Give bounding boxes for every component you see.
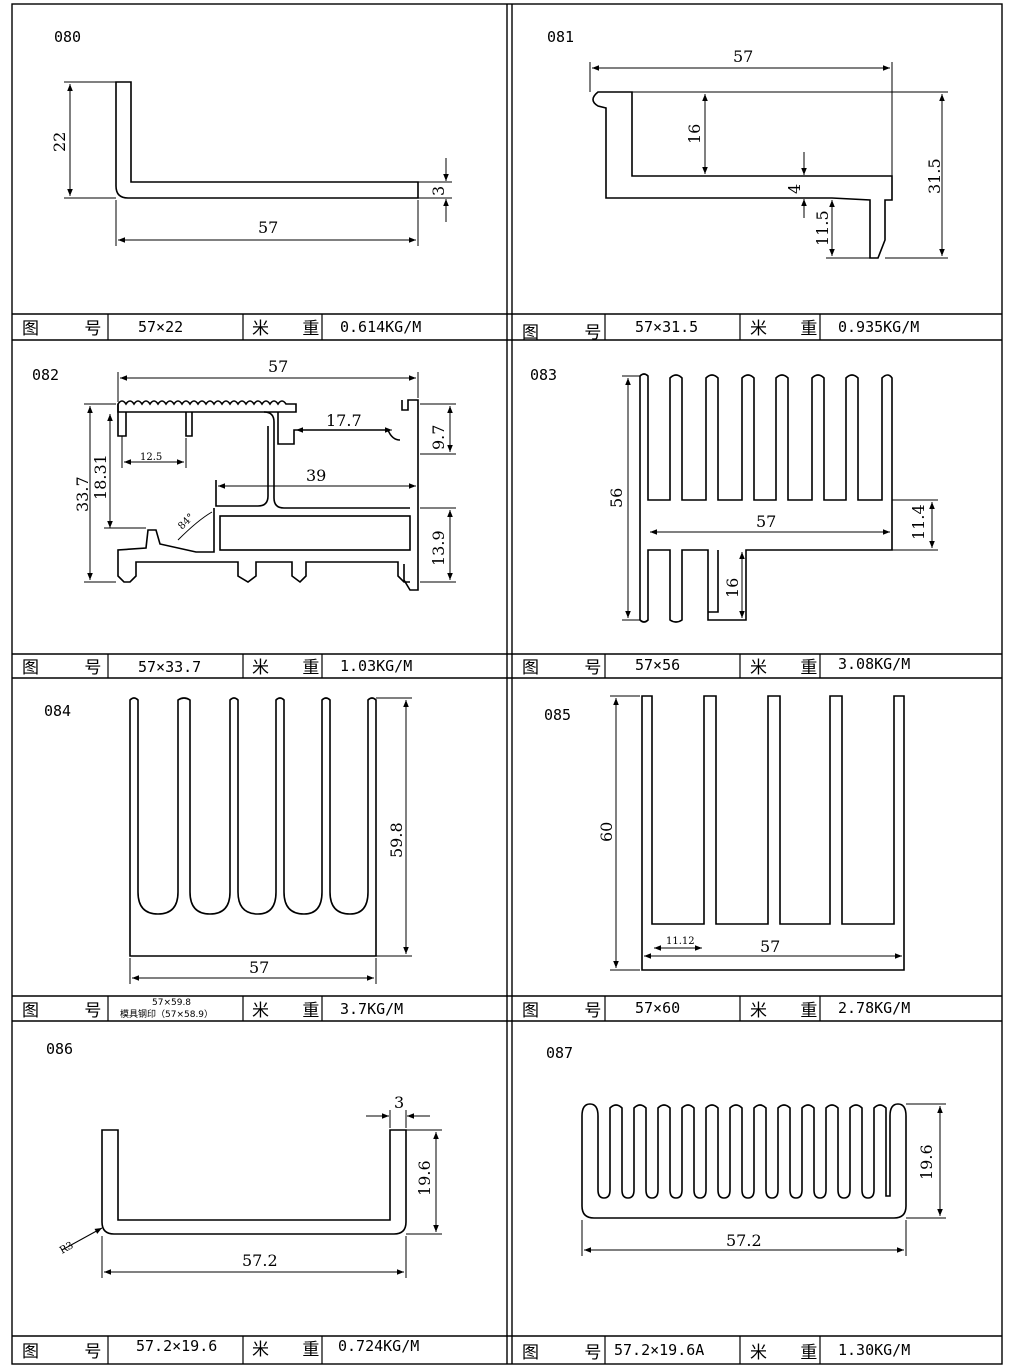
dim-height: 22: [50, 132, 69, 152]
weight-value: 0.614KG/M: [340, 318, 421, 336]
weight-label: 米 重: [252, 1340, 333, 1360]
drawing-no-label: 图 号: [522, 1343, 621, 1363]
profile-number: 084: [44, 702, 71, 720]
drawing-no-label: 图 号: [22, 1001, 121, 1021]
title-block-081: 图 号 57×31.5 米 重 0.935KG/M: [522, 318, 919, 343]
profile-087: 087 19.6 57.2: [546, 1044, 946, 1256]
profile-086: 086 3 19.6 R3 57.2: [46, 1040, 442, 1278]
drawing-no-label: 图 号: [22, 319, 121, 339]
frame-grid: [11, 3, 1003, 1365]
dim-width: 57: [258, 218, 278, 237]
dim-gap: 11.12: [666, 936, 695, 947]
dim-chamber-width: 39: [306, 466, 326, 485]
weight-label: 米 重: [252, 1001, 333, 1021]
profile-081: 081 57 16 31.5 4 11.5: [547, 28, 948, 259]
profile-outline: [592, 91, 893, 259]
dim-width: 57.2: [726, 1231, 762, 1250]
profile-085: 085 60 11.12 57: [544, 695, 905, 971]
dim-base-thickness: 11.4: [909, 504, 928, 540]
drawing-no-label: 图 号: [522, 323, 621, 343]
dim-wall: 3: [394, 1093, 404, 1112]
dim-width: 57: [756, 512, 776, 531]
size-value: 57×33.7: [138, 658, 201, 676]
size-value: 57×59.8: [152, 998, 191, 1008]
profile-number: 080: [54, 28, 81, 46]
title-block-086: 图 号 57.2×19.6 米 重 0.724KG/M: [22, 1337, 419, 1362]
dim-top-height: 16: [685, 124, 704, 144]
weight-value: 1.03KG/M: [340, 657, 412, 675]
weight-label: 米 重: [750, 319, 831, 339]
size-value: 57.2×19.6A: [614, 1341, 704, 1359]
dim-slot-width: 17.7: [326, 411, 362, 430]
title-block-087: 图 号 57.2×19.6A 米 重 1.30KG/M: [522, 1341, 910, 1363]
dim-base-height: 13.9: [429, 530, 448, 566]
profile-082: 082 57 17.7 9.7 12.5 39 33.7 18.31: [32, 357, 456, 591]
profile-outline: [129, 697, 377, 957]
dim-thickness: 3: [429, 186, 448, 196]
weight-label: 米 重: [750, 1343, 831, 1363]
weight-label: 米 重: [750, 1001, 831, 1021]
profile-number: 087: [546, 1044, 573, 1062]
weight-value: 0.935KG/M: [838, 318, 919, 336]
drawing-no-label: 图 号: [522, 1001, 621, 1021]
dim-web: 4: [785, 184, 804, 194]
weight-value: 3.7KG/M: [340, 1000, 403, 1018]
title-block-084: 图 号 57×59.8 模具钢印（57×58.9） 米 重 3.7KG/M: [22, 998, 403, 1021]
dim-radius: R3: [58, 1240, 76, 1256]
profile-number: 081: [547, 28, 574, 46]
dim-height: 56: [607, 488, 626, 508]
profile-outline: [115, 81, 419, 199]
dim-total-height: 33.7: [73, 476, 92, 512]
dim-width: 57: [733, 47, 753, 66]
size-value: 57×56: [635, 656, 680, 674]
title-block-080: 图 号 57×22 米 重 0.614KG/M: [22, 318, 421, 339]
title-block-085: 图 号 57×60 米 重 2.78KG/M: [522, 999, 910, 1021]
dim-height: 19.6: [415, 1160, 434, 1196]
profile-outline: [117, 400, 297, 413]
dim-width: 57: [268, 357, 288, 376]
weight-value: 2.78KG/M: [838, 999, 910, 1017]
size-note: 模具钢印（57×58.9）: [120, 1008, 213, 1020]
title-block-082: 图 号 57×33.7 米 重 1.03KG/M: [22, 657, 412, 678]
size-value: 57×31.5: [635, 318, 698, 336]
weight-value: 1.30KG/M: [838, 1341, 910, 1359]
dim-height: 59.8: [387, 822, 406, 858]
profile-outline: [101, 1129, 407, 1235]
dim-slot-height: 9.7: [429, 425, 448, 450]
profile-080: 080 22 3 57: [50, 28, 452, 246]
profile-outline: [641, 695, 905, 971]
dim-lip: 11.5: [813, 210, 832, 246]
profile-outline: [581, 1103, 907, 1219]
weight-value: 3.08KG/M: [838, 655, 910, 673]
dim-angle: 84°: [176, 512, 196, 532]
profile-number: 083: [530, 366, 557, 384]
profile-number: 086: [46, 1040, 73, 1058]
weight-value: 0.724KG/M: [338, 1337, 419, 1355]
profile-outline: [639, 373, 893, 623]
dim-width: 57: [760, 937, 780, 956]
weight-label: 米 重: [750, 658, 831, 678]
drawing-no-label: 图 号: [22, 658, 121, 678]
dim-lower-fin: 16: [723, 578, 742, 598]
dim-bay-width: 12.5: [140, 452, 162, 463]
profile-number: 082: [32, 366, 59, 384]
size-value: 57×60: [635, 999, 680, 1017]
drawing-no-label: 图 号: [22, 1342, 121, 1362]
profile-number: 085: [544, 706, 571, 724]
profile-083: 083 56 57 11.4 16: [530, 366, 938, 623]
dim-inner-height: 18.31: [91, 454, 110, 500]
size-value: 57×22: [138, 318, 183, 336]
size-value: 57.2×19.6: [136, 1337, 217, 1355]
dim-width: 57.2: [242, 1251, 278, 1270]
weight-label: 米 重: [252, 658, 333, 678]
title-block-083: 图 号 57×56 米 重 3.08KG/M: [522, 655, 910, 678]
dim-height: 60: [597, 822, 616, 842]
dim-height: 19.6: [917, 1144, 936, 1180]
profile-084: 084 59.8 57: [44, 697, 412, 984]
dim-total-height: 31.5: [925, 158, 944, 194]
drawing-no-label: 图 号: [522, 658, 621, 678]
dim-width: 57: [249, 958, 269, 977]
weight-label: 米 重: [252, 319, 333, 339]
